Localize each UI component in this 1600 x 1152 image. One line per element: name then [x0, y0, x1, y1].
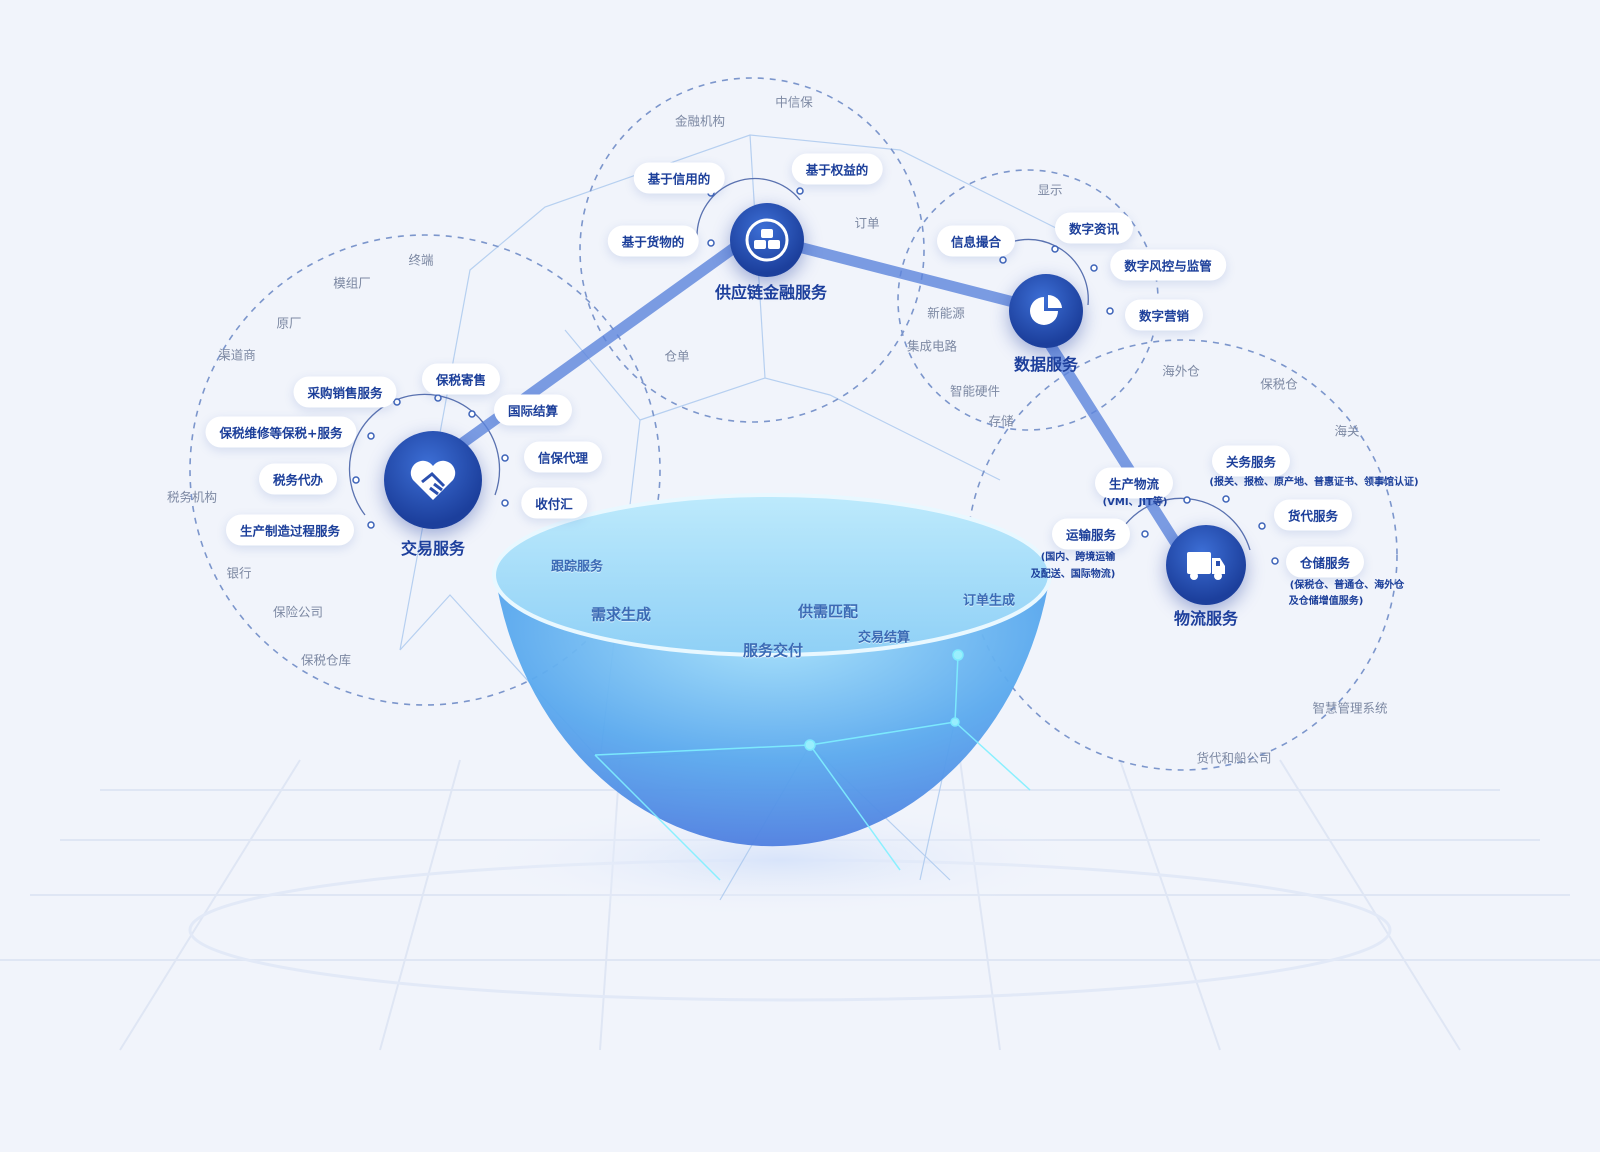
service-pill[interactable]: 保税寄售 — [421, 363, 501, 395]
entity-label: 模组厂 — [333, 275, 371, 291]
truck-icon — [1187, 552, 1225, 580]
finance-hub-label: 供应链金融服务 — [714, 283, 828, 302]
bowl-label: 服务交付 — [742, 641, 804, 660]
pie-chart-icon — [1030, 294, 1062, 325]
service-pill[interactable]: 关务服务 — [1211, 445, 1291, 477]
entity-label: 原厂 — [276, 315, 302, 331]
service-pill[interactable]: 生产物流 — [1094, 467, 1174, 499]
service-pill[interactable]: 信保代理 — [523, 441, 603, 473]
bowl-sphere — [492, 493, 1052, 847]
service-pill[interactable]: 数字营销 — [1124, 299, 1204, 331]
entity-label: 保税仓库 — [300, 652, 352, 668]
bowl-label: 交易结算 — [857, 630, 911, 646]
entity-label: 中信保 — [775, 94, 813, 110]
service-pill-note: 及配送、国际物流) — [1030, 569, 1116, 580]
handshake-heart-icon — [410, 460, 456, 500]
bowl-label: 订单生成 — [962, 593, 1016, 609]
service-pill[interactable]: 信息撮合 — [936, 225, 1016, 257]
service-pill-note: (保税仓、普通仓、海外仓 — [1289, 580, 1405, 591]
service-pill-note: (VMI、JIT等) — [1102, 497, 1168, 508]
finance-hub[interactable] — [730, 203, 804, 277]
entity-label: 终端 — [408, 252, 434, 268]
service-pill[interactable]: 税务代办 — [258, 463, 338, 495]
trade-hub[interactable] — [384, 431, 482, 529]
service-pill-note: (国内、跨境运输 — [1040, 552, 1116, 563]
entity-label: 存储 — [988, 413, 1014, 429]
service-pill[interactable]: 数字风控与监管 — [1110, 249, 1226, 281]
data-hub[interactable] — [1009, 274, 1083, 348]
trade-hub-label: 交易服务 — [400, 539, 466, 558]
hub-connector — [419, 229, 1188, 559]
entity-label: 税务机构 — [166, 489, 218, 505]
service-pill[interactable]: 保税维修等保税+服务 — [205, 416, 357, 448]
service-pill[interactable]: 仓储服务 — [1285, 546, 1365, 578]
service-pill[interactable]: 基于信用的 — [633, 162, 725, 194]
entity-label: 渠道商 — [218, 347, 256, 363]
service-pill-note: (报关、报检、原产地、普惠证书、领事馆认证) — [1209, 477, 1419, 488]
logistics-hub-label: 物流服务 — [1173, 609, 1239, 628]
bowl-label: 跟踪服务 — [550, 559, 604, 575]
entity-label: 显示 — [1037, 182, 1063, 198]
service-pill-note: 及仓储增值服务) — [1288, 596, 1364, 607]
entity-label: 海关 — [1334, 423, 1360, 439]
data-hub-label: 数据服务 — [1013, 355, 1079, 374]
bowl-label: 供需匹配 — [797, 602, 859, 621]
service-pill[interactable]: 数字资讯 — [1054, 212, 1134, 244]
bowl-label: 需求生成 — [590, 605, 652, 624]
entity-label: 新能源 — [927, 305, 965, 321]
entity-label: 智慧管理系统 — [1312, 700, 1388, 716]
entity-label: 海外仓 — [1162, 363, 1200, 379]
service-pill[interactable]: 货代服务 — [1273, 499, 1353, 531]
entity-label: 金融机构 — [674, 113, 726, 129]
service-pill[interactable]: 生产制造过程服务 — [225, 514, 355, 546]
service-pill[interactable]: 基于权益的 — [791, 153, 883, 185]
entity-label: 保险公司 — [272, 604, 324, 620]
entity-label: 银行 — [226, 565, 252, 581]
gold-bars-icon — [745, 218, 789, 262]
service-pill[interactable]: 基于货物的 — [607, 225, 699, 257]
entity-label: 集成电路 — [906, 338, 958, 354]
entity-label: 货代和船公司 — [1196, 750, 1272, 766]
service-pill[interactable]: 收付汇 — [521, 487, 587, 519]
entity-label: 仓单 — [664, 348, 690, 364]
service-pill[interactable]: 国际结算 — [493, 394, 573, 426]
entity-label: 订单 — [854, 215, 880, 231]
service-pill[interactable]: 采购销售服务 — [293, 376, 397, 408]
service-pill[interactable]: 运输服务 — [1051, 518, 1131, 550]
entity-label: 智能硬件 — [949, 383, 1001, 399]
logistics-hub[interactable] — [1166, 525, 1246, 605]
entity-label: 保税仓 — [1260, 376, 1298, 392]
